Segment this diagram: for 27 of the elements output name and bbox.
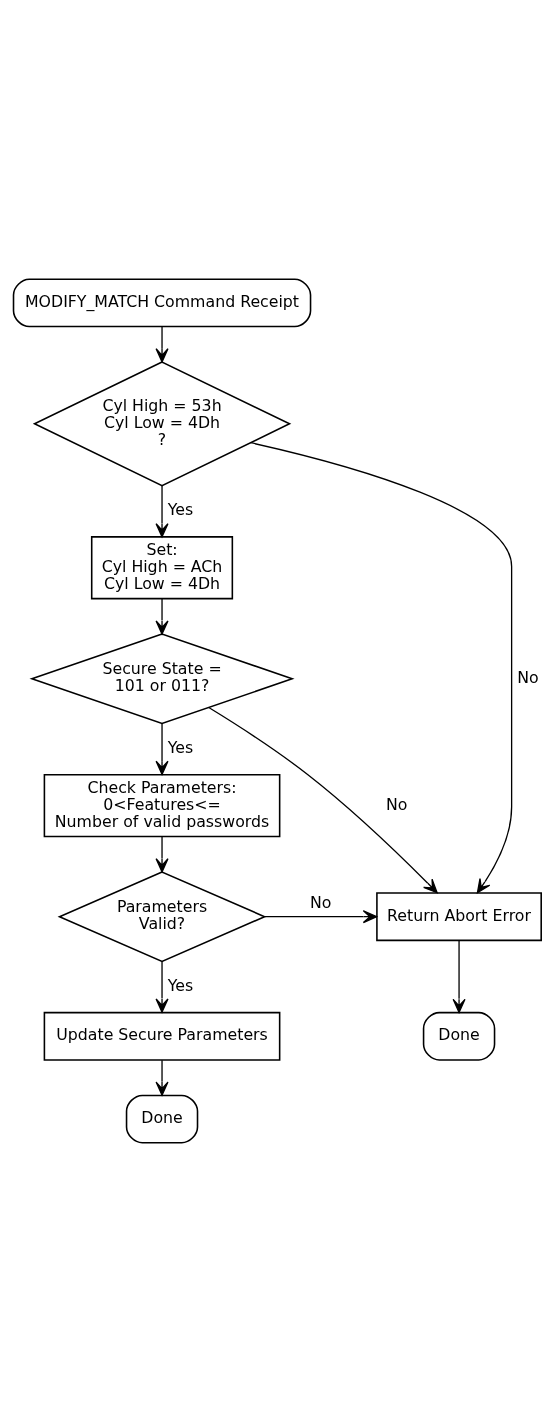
node-diamond: Cyl High = 53h Cyl Low = 4Dh ? bbox=[32, 360, 292, 486]
arrow bbox=[155, 597, 169, 635]
edge-label: Yes bbox=[167, 499, 194, 519]
arrow bbox=[155, 960, 169, 1013]
arrow bbox=[452, 939, 466, 1013]
node-box: Done bbox=[422, 1011, 496, 1061]
arrow bbox=[264, 909, 378, 923]
node-box: MODIFY_MATCH Command Receipt bbox=[12, 277, 312, 327]
edge-label: No bbox=[385, 794, 408, 814]
node-diamond: Secure State = 101 or 011? bbox=[29, 632, 295, 724]
edge-label: Yes bbox=[167, 975, 194, 995]
arrow bbox=[250, 441, 513, 893]
node-box: Update Secure Parameters bbox=[43, 1011, 281, 1061]
arrow bbox=[208, 706, 438, 893]
edge-label: No bbox=[517, 667, 539, 687]
arrow bbox=[155, 484, 169, 537]
arrow bbox=[155, 835, 169, 873]
node-box: Done bbox=[125, 1094, 199, 1144]
node-diamond: Parameters Valid? bbox=[57, 870, 267, 962]
node-box: Set: Cyl High = ACh Cyl Low = 4Dh bbox=[90, 535, 234, 599]
edge-label: No bbox=[310, 892, 332, 912]
arrow bbox=[155, 325, 169, 363]
arrow bbox=[155, 1059, 169, 1096]
node-box: Return Abort Error bbox=[376, 891, 542, 941]
arrow bbox=[155, 722, 169, 775]
edge-label: Yes bbox=[167, 737, 194, 757]
node-box: Check Parameters: 0<Features<= Number of valid passwords bbox=[43, 773, 281, 837]
